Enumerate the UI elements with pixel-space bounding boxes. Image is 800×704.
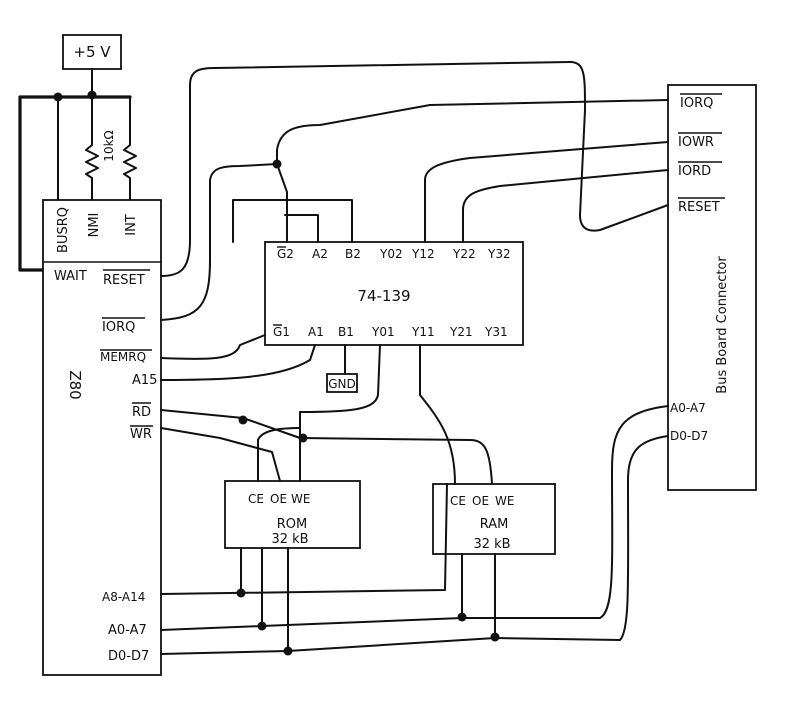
ram-name: RAM: [480, 517, 509, 532]
rd-wire: [160, 409, 493, 485]
rom-pin-we: WE: [291, 492, 310, 506]
gnd-box: [326, 373, 358, 393]
rom-pin-ce: CE: [248, 492, 264, 506]
decoder-pin-y12: Y12: [411, 247, 435, 261]
z80-pin-wr: WR: [130, 427, 152, 442]
bus-pin-iorq: IORQ: [680, 96, 713, 111]
decoder-pin-b2: B2: [345, 247, 361, 261]
z80-pin-data: D0-D7: [108, 649, 149, 664]
rd-junction: [238, 415, 248, 425]
decoder-pin-g1: G1: [273, 325, 290, 339]
wait-strap-wire: [18, 95, 60, 272]
rail-junction-left: [53, 92, 63, 102]
rd-junction-2: [298, 433, 308, 443]
z80-pin-addr-lo: A0-A7: [108, 623, 147, 638]
decoder-pin-y22: Y22: [452, 247, 476, 261]
ram-ce-wire: [419, 344, 456, 485]
z80-pin-iorq: IORQ: [102, 320, 135, 335]
z80-pin-a15: A15: [132, 373, 157, 388]
z80-pin-reset: RESET: [103, 273, 145, 288]
decoder-pin-y31: Y31: [484, 325, 508, 339]
gnd-label: GND: [328, 377, 356, 391]
bus-pin-data: D0-D7: [670, 429, 708, 443]
nmi-resistor: [85, 96, 99, 201]
bus-title: Bus Board Connector: [715, 256, 730, 394]
rom-chip: CE OE WE ROM 32 kB: [224, 480, 361, 549]
reset-wire: [160, 61, 669, 277]
z80-pin-addr-hi: A8-A14: [102, 590, 145, 604]
decoder-pin-y21: Y21: [449, 325, 473, 339]
ram-pin-ce: CE: [450, 494, 466, 508]
data-junction-ram: [490, 632, 500, 642]
z80-pin-mreq: MEMRQ: [100, 350, 146, 364]
z80-pin-busrq: BUSRQ: [56, 207, 71, 253]
wiring: [160, 61, 669, 656]
bus-pin-iowr: IOWR: [678, 135, 714, 150]
rom-body: [224, 480, 361, 549]
ram-chip: CE OE WE RAM 32 kB: [432, 483, 556, 555]
z80-pin-wait: WAIT: [54, 269, 87, 284]
decoder-name: 74-139: [357, 287, 410, 305]
ram-size: 32 kB: [473, 537, 510, 552]
bus-body: [667, 84, 757, 491]
decoder-pin-y01: Y01: [371, 325, 395, 339]
decoder-pin-y11: Y11: [411, 325, 435, 339]
data-junction-rom: [283, 646, 293, 656]
iowr-wire: [424, 141, 669, 243]
z80-body: [42, 199, 162, 676]
pull-up-network: 10kΩ: [18, 90, 137, 272]
z80-name: Z80: [66, 370, 84, 399]
z80-pin-int: INT: [124, 214, 139, 236]
addr-lo-junction-rom: [257, 621, 267, 631]
decoder-pin-a1: A1: [308, 325, 324, 339]
ground: GND: [326, 344, 358, 393]
z80-pin-rd: RD: [132, 405, 151, 420]
decoder-pin-y02: Y02: [379, 247, 403, 261]
int-resistor: [123, 96, 137, 201]
decoder-pin-g2: G2: [277, 247, 294, 261]
wr-wire: [160, 427, 281, 482]
decoder-body: [264, 241, 524, 346]
decoder-chip: 74-139 G2 A2 B2 Y02 Y12 Y22 Y32 G1 A1 B1…: [264, 241, 524, 346]
power-supply: +5 V: [62, 34, 122, 96]
iorq-bus-wire: [276, 99, 669, 165]
decoder-pin-b1: B1: [338, 325, 354, 339]
addr-hi-junction: [236, 588, 246, 598]
iorq-junction: [272, 159, 282, 169]
ram-pin-we: WE: [495, 494, 514, 508]
rom-pin-oe: OE: [270, 492, 287, 506]
bus-pin-reset: RESET: [678, 200, 720, 215]
bus-connector: IORQ IOWR IORD RESET A0-A7 D0-D7 Bus Boa…: [667, 84, 757, 491]
iord-wire: [462, 169, 669, 243]
addr-hi-wire: [160, 483, 448, 595]
rom-ce-wire: [299, 344, 381, 482]
ram-pin-oe: OE: [472, 494, 489, 508]
power-label: +5 V: [73, 43, 111, 61]
rail-junction-mid: [87, 90, 97, 100]
addr-lo-wire: [160, 405, 669, 631]
data-wire: [160, 435, 669, 655]
bus-pin-iord: IORD: [678, 164, 711, 179]
decoder-pin-a2: A2: [312, 247, 328, 261]
b2-wire: [232, 199, 353, 243]
a15-wire: [160, 344, 316, 381]
rom-name: ROM: [277, 517, 307, 532]
a2-wire: [284, 214, 319, 243]
bus-pin-addr: A0-A7: [670, 401, 706, 415]
z80-chip: BUSRQ NMI INT WAIT RESET Z80 IORQ MEMRQ …: [42, 199, 162, 676]
addr-lo-junction-ram: [457, 612, 467, 622]
z80-pin-nmi: NMI: [87, 213, 102, 238]
mreq-wire: [160, 334, 266, 360]
resistor-label: 10kΩ: [102, 130, 116, 161]
iorq-wire: [160, 163, 288, 321]
decoder-pin-y32: Y32: [487, 247, 511, 261]
rom-size: 32 kB: [271, 532, 308, 547]
rom-we-wire: [257, 427, 301, 482]
